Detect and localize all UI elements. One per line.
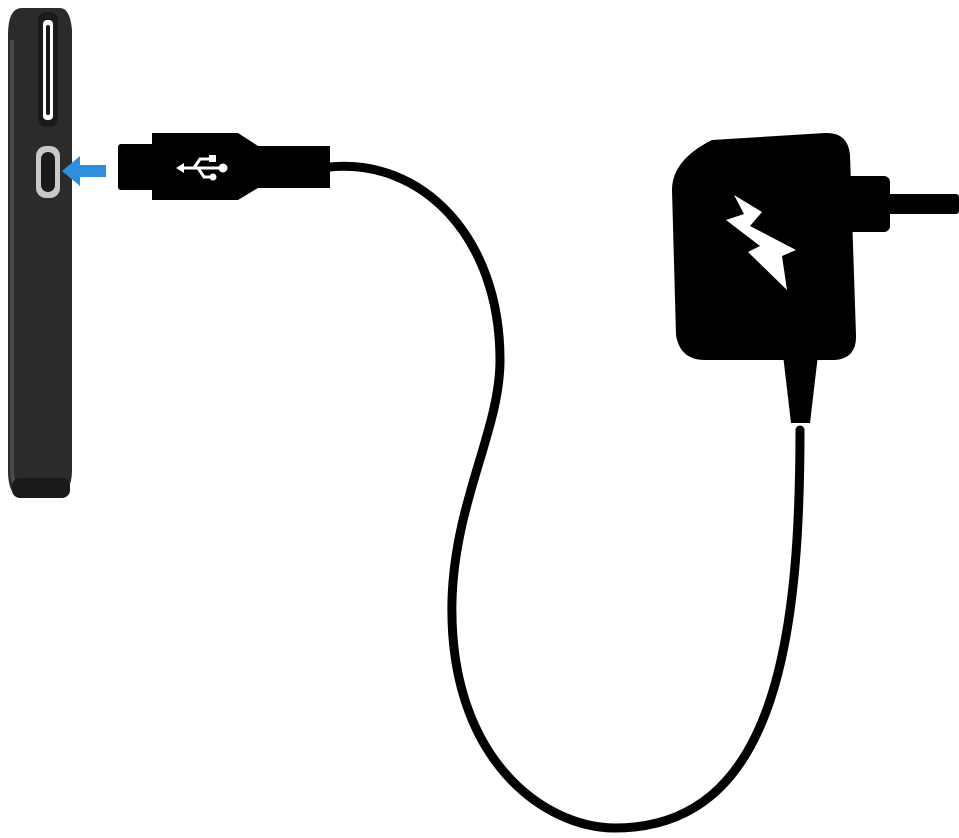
device-bottom-ledge [12, 478, 70, 498]
charger-plug-prong [886, 194, 959, 214]
usb-connector [118, 133, 330, 200]
device-top-slot-core [46, 25, 50, 115]
wall-charger [672, 133, 959, 423]
device [8, 8, 72, 498]
usb-c-port-opening [41, 152, 55, 192]
charger-plug-base [846, 176, 890, 232]
charger-strain-relief [783, 355, 818, 423]
